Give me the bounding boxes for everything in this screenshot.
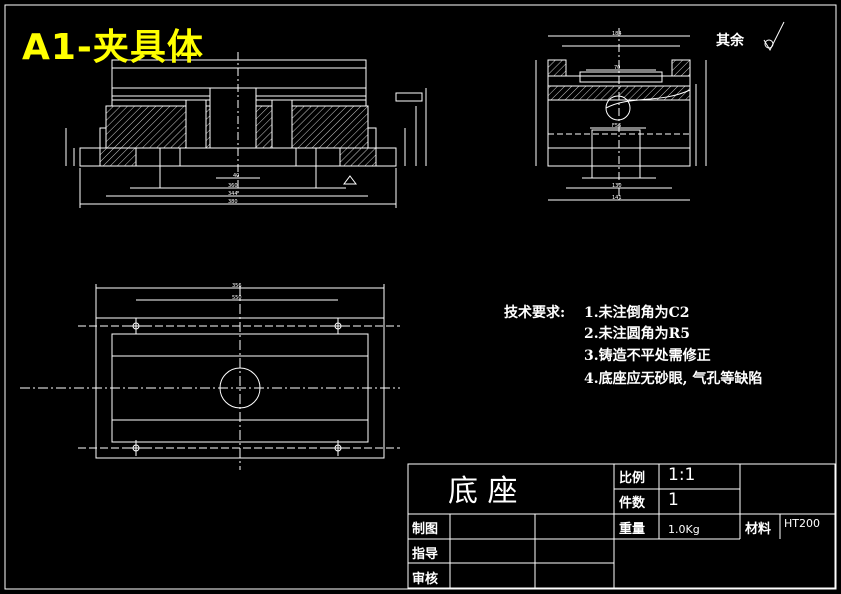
- material-value: HT200: [784, 517, 820, 530]
- front-view-dims: 360 344 380 40: [228, 173, 239, 205]
- svg-text:380: 380: [228, 199, 238, 205]
- svg-text:130: 130: [612, 183, 622, 189]
- svg-text:F56: F56: [612, 123, 621, 129]
- front-view: [65, 52, 427, 208]
- requirement-item: 1.未注倒角为C2: [584, 305, 690, 321]
- svg-text:356: 356: [232, 283, 242, 289]
- requirements-heading: 技术要求:: [504, 305, 566, 321]
- roughness-symbol-icon: [763, 21, 785, 52]
- plan-view-dims: 356 550: [232, 283, 242, 301]
- drawing-title: A1-夹具体: [22, 27, 204, 68]
- svg-text:40: 40: [233, 173, 239, 179]
- svg-text:184: 184: [612, 31, 622, 37]
- guide-label: 指导: [412, 547, 439, 562]
- title-block-lines: [407, 463, 836, 589]
- scale-value: 1:1: [668, 465, 696, 485]
- side-view-dims: 184 70 F56 130 141: [612, 31, 622, 201]
- weight-value: 1.0Kg: [668, 523, 700, 536]
- svg-text:344: 344: [228, 191, 238, 197]
- svg-text:360: 360: [228, 183, 238, 189]
- drawing-frame: [4, 4, 837, 590]
- requirement-item: 2.未注圆角为R5: [584, 326, 690, 342]
- quantity-label: 件数: [619, 496, 646, 511]
- requirement-item: 3.铸造不平处需修正: [584, 348, 711, 364]
- surface-note-label: 其余: [716, 33, 744, 49]
- part-name: 底 座: [448, 474, 518, 509]
- material-label: 材料: [745, 522, 772, 537]
- svg-text:70: 70: [614, 65, 620, 71]
- drawn-label: 制图: [412, 522, 439, 537]
- side-view: [535, 28, 707, 201]
- requirement-item: 4.底座应无砂眼, 气孔等缺陷: [584, 371, 763, 387]
- svg-text:141: 141: [612, 195, 622, 201]
- plan-view: [20, 284, 400, 470]
- scale-label: 比例: [619, 471, 646, 486]
- svg-text:550: 550: [232, 295, 242, 301]
- weight-label: 重量: [619, 522, 646, 537]
- review-label: 审核: [412, 572, 439, 587]
- quantity-value: 1: [668, 490, 679, 510]
